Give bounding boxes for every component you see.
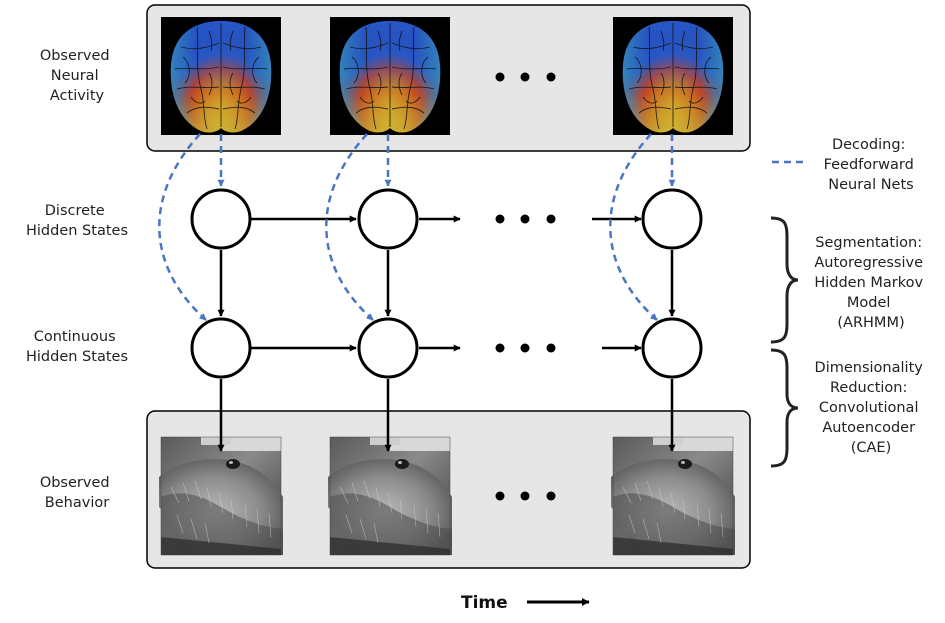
segmentation-label: Segmentation: Autoregressive Hidden Mark… bbox=[814, 235, 927, 331]
time-label: Time bbox=[461, 593, 508, 613]
behavior-ellipsis bbox=[495, 491, 556, 501]
row-label-behavior: Observed Behavior bbox=[40, 475, 114, 511]
neural-activity-image-3 bbox=[612, 16, 734, 136]
reduction-label: Dimensionality Reduction: Convolutional … bbox=[815, 360, 928, 456]
neural-ellipsis bbox=[495, 72, 556, 82]
continuous-ellipsis bbox=[495, 343, 556, 353]
decoding-legend-label: Decoding: Feedforward Neural Nets bbox=[824, 137, 919, 193]
row-label-neural: Observed Neural Activity bbox=[40, 48, 114, 104]
state-transitions bbox=[217, 215, 676, 452]
behavior-image-3 bbox=[610, 436, 736, 556]
discrete-ellipsis bbox=[495, 214, 556, 224]
row-label-continuous: Continuous Hidden States bbox=[26, 329, 128, 365]
behavior-image-2 bbox=[327, 436, 453, 556]
behavior-image-1 bbox=[158, 436, 284, 556]
segmentation-brace bbox=[770, 216, 799, 344]
neural-activity-image-1 bbox=[160, 16, 282, 136]
neural-activity-image-2 bbox=[329, 16, 451, 136]
decoding-arrows bbox=[158, 133, 676, 321]
row-label-discrete: Discrete Hidden States bbox=[26, 203, 128, 239]
continuous-state-nodes bbox=[190, 317, 703, 379]
reduction-brace bbox=[770, 348, 799, 468]
discrete-state-nodes bbox=[190, 188, 703, 250]
